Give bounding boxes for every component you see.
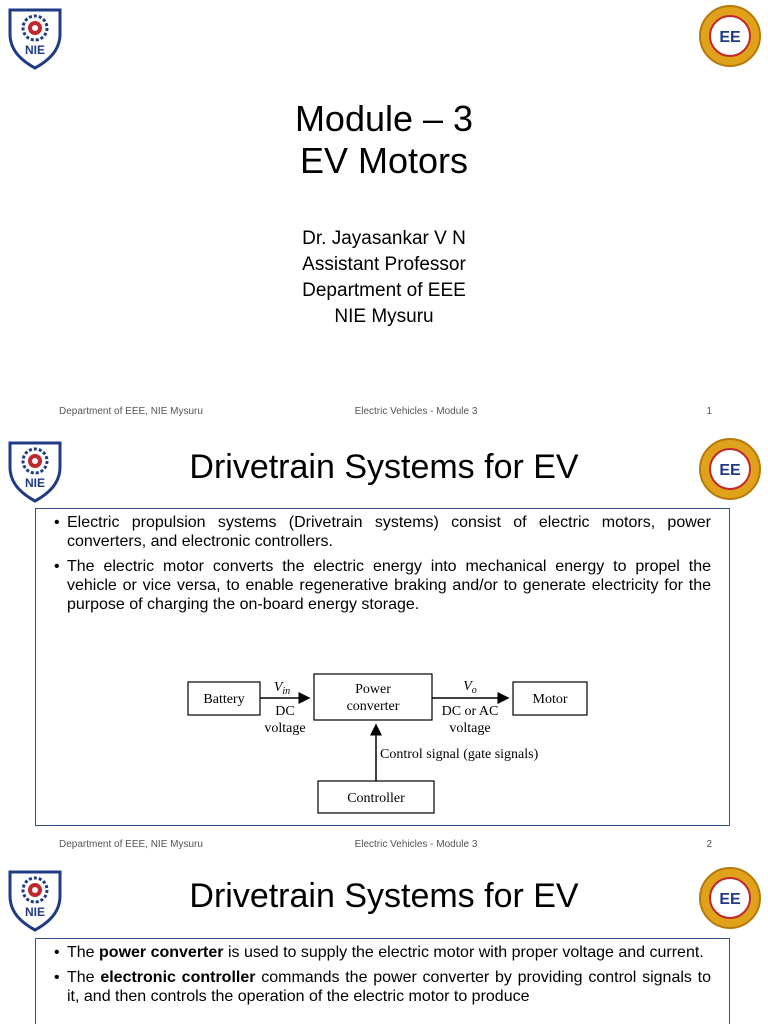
vo-label: Vo: [463, 679, 477, 696]
controller-block: [317, 780, 435, 814]
author-department: Department of EEE: [302, 280, 466, 301]
eee-department-seal-icon: EE: [698, 4, 762, 68]
bullet-item: The electric motor converts the electric…: [54, 557, 711, 614]
voltage-label: voltage: [264, 721, 305, 736]
bullet-item: The power converter is used to supply th…: [54, 943, 711, 962]
svg-text:NIE: NIE: [25, 43, 45, 57]
slide-title: Drivetrain Systems for EV: [189, 448, 579, 486]
nie-crest-icon: NIE: [6, 439, 64, 503]
dc-label: DC: [275, 704, 294, 719]
module-number: Module – 3: [294, 98, 474, 139]
module-title: Module – 3 EV Motors: [0, 98, 768, 182]
converter-label: converter: [347, 699, 400, 714]
eee-department-seal-icon: EE: [698, 866, 762, 930]
svg-text:EE: EE: [719, 29, 741, 46]
footer-course: Electric Vehicles - Module 3: [354, 406, 478, 417]
nie-crest-icon: NIE: [6, 868, 64, 932]
svg-text:EE: EE: [719, 891, 741, 908]
footer-department: Department of EEE, NIE Mysuru: [59, 406, 203, 417]
bullet-item: Electric propulsion systems (Drivetrain …: [54, 513, 711, 551]
footer-course: Electric Vehicles - Module 3: [354, 839, 478, 850]
slide-title: Drivetrain Systems for EV: [189, 877, 579, 915]
module-topic: EV Motors: [299, 140, 469, 181]
voltage-label: voltage: [449, 721, 490, 736]
power-converter-term: power converter: [99, 944, 224, 961]
eee-department-seal-icon: EE: [698, 437, 762, 501]
svg-text:NIE: NIE: [25, 476, 45, 490]
motor-block: [512, 681, 588, 716]
page-number: 2: [706, 839, 712, 850]
control-signal-label: Control signal (gate signals): [380, 747, 539, 762]
controller-label: Controller: [347, 791, 405, 806]
vin-label: Vin: [274, 680, 290, 697]
drivetrain-block-diagram: Battery Vin DC voltage Power converter V…: [187, 673, 588, 814]
footer-department: Department of EEE, NIE Mysuru: [59, 839, 203, 850]
power-converter-block: [313, 673, 433, 721]
author-institution: NIE Mysuru: [334, 306, 434, 327]
svg-text:NIE: NIE: [25, 905, 45, 919]
bullet-list: Electric propulsion systems (Drivetrain …: [36, 509, 729, 614]
nie-crest-icon: NIE: [6, 6, 64, 70]
author-info: Dr. Jayasankar V N Assistant Professor D…: [0, 226, 768, 330]
electronic-controller-term: electronic controller: [100, 969, 256, 986]
slide-3: NIE EE Drivetrain Systems for EV The pow…: [0, 862, 768, 1024]
slide-2: NIE EE Drivetrain Systems for EV Electri…: [0, 433, 768, 858]
battery-label: Battery: [203, 692, 244, 707]
dc-or-ac-label: DC or AC: [442, 704, 499, 719]
motor-label: Motor: [533, 692, 568, 707]
content-box: The power converter is used to supply th…: [35, 938, 730, 1024]
power-label: Power: [355, 682, 391, 697]
author-name: Dr. Jayasankar V N: [302, 228, 466, 249]
bullet-item: The electronic controller commands the p…: [54, 968, 711, 1006]
slide-1: NIE EE Module – 3 EV Motors Dr. Jayasank…: [0, 0, 768, 430]
page-number: 1: [706, 406, 712, 417]
bullet-list: The power converter is used to supply th…: [36, 939, 729, 1006]
content-box: Electric propulsion systems (Drivetrain …: [35, 508, 730, 826]
author-designation: Assistant Professor: [302, 254, 466, 275]
svg-text:EE: EE: [719, 462, 741, 479]
